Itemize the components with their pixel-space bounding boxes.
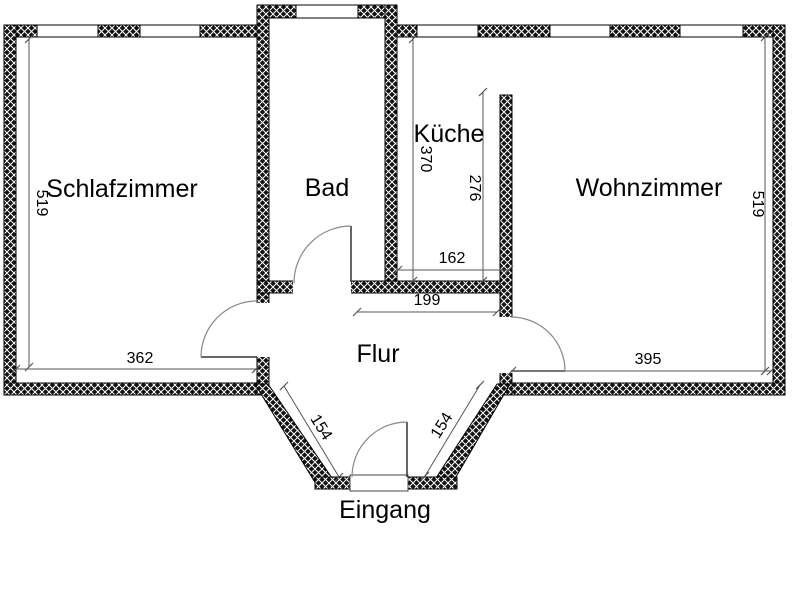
- door-arc-wohnzimmer: [510, 316, 566, 372]
- room-label-wohnzimmer: Wohnzimmer: [576, 174, 723, 202]
- opening-eingang-door: [349, 474, 409, 492]
- dim-ticks-eingang-right: [420, 380, 485, 481]
- dim-label-schlafzimmer-width: 362: [127, 350, 154, 367]
- opening-schlafzimmer-door: [255, 303, 271, 357]
- wall-bottom-left: [3, 382, 266, 396]
- wall-right: [772, 24, 786, 396]
- window-wohnzimmer-1: [549, 24, 611, 38]
- dim-line-eingang-right: [424, 384, 481, 477]
- opening-wohnzimmer-door: [498, 317, 514, 373]
- dim-label-wohnzimmer-height: 519: [749, 191, 766, 218]
- dim-label-kueche-width: 162: [439, 250, 466, 267]
- wall-bad-right: [384, 4, 398, 294]
- dim-ticks-schlafzimmer-height: [24, 34, 34, 372]
- dim-ticks-eingang-left: [279, 381, 344, 482]
- room-label-eingang: Eingang: [339, 496, 431, 524]
- window-schlafzimmer-2: [139, 24, 201, 38]
- dim-ticks-kueche-width: [393, 265, 514, 275]
- dim-ticks-kueche-right-height: [478, 87, 488, 286]
- room-label-bad: Bad: [305, 174, 349, 202]
- window-bad: [295, 4, 359, 19]
- wall-left: [3, 24, 17, 396]
- dim-label-kueche-height: 370: [417, 146, 434, 173]
- dim-label-wohnzimmer-width: 395: [635, 351, 662, 368]
- window-wohnzimmer-2: [679, 24, 744, 38]
- dim-ticks-wohnzimmer-width: [507, 366, 776, 376]
- door-arc-bad: [293, 225, 352, 284]
- door-arc-schlafzimmer: [200, 300, 258, 358]
- door-arc-eingang: [351, 421, 408, 478]
- dim-ticks-kueche-height: [408, 34, 418, 286]
- opening-bad-door: [293, 279, 351, 295]
- dim-label-kueche-right-height: 276: [466, 175, 483, 202]
- dim-ticks-flur-width: [352, 307, 502, 317]
- window-schlafzimmer-1: [36, 24, 99, 38]
- dim-line-eingang-left: [283, 385, 340, 478]
- window-kueche: [416, 24, 479, 38]
- dim-label-flur-width: 199: [414, 292, 441, 309]
- dim-ticks-wohnzimmer-height: [760, 32, 770, 376]
- dim-ticks-schlafzimmer-width: [11, 364, 261, 374]
- dim-label-schlafzimmer-height: 519: [33, 190, 50, 217]
- room-label-schlafzimmer: Schlafzimmer: [46, 175, 197, 203]
- room-label-kueche: Küche: [414, 120, 485, 148]
- room-label-flur: Flur: [356, 340, 399, 368]
- wall-bottom-right: [499, 382, 786, 396]
